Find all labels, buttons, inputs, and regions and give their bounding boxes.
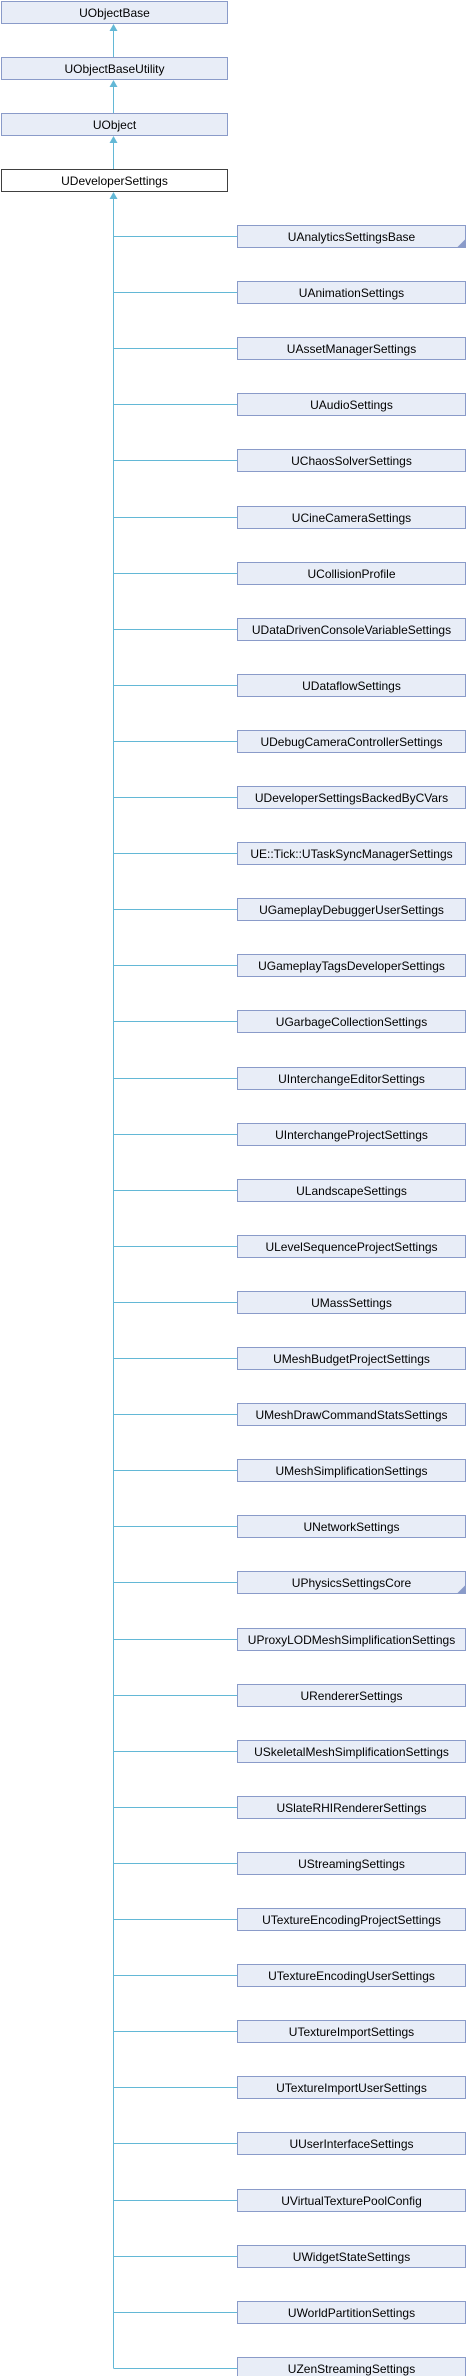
- ancestor-class-uobject-label: UObject: [93, 118, 137, 132]
- child-class-utextureencodingusersettings-label: UTextureEncodingUserSettings: [268, 1969, 435, 1983]
- child-class-uskeletalmeshsimplificationsettings[interactable]: USkeletalMeshSimplificationSettings: [237, 1740, 466, 1763]
- child-class-ugameplaytagsdevelopersettings-label: UGameplayTagsDeveloperSettings: [258, 959, 445, 973]
- child-class-utextureimportsettings-label: UTextureImportSettings: [289, 2025, 414, 2039]
- child-class-umeshbudgetprojectsettings-label: UMeshBudgetProjectSettings: [273, 1352, 430, 1366]
- child-class-utextureencodingprojectsettings[interactable]: UTextureEncodingProjectSettings: [237, 1908, 466, 1931]
- expand-corner-icon[interactable]: [457, 1585, 466, 1594]
- child-class-udebugcameracontrollersettings[interactable]: UDebugCameraControllerSettings: [237, 730, 466, 753]
- child-class-uworldpartitionsettings[interactable]: UWorldPartitionSettings: [237, 2301, 466, 2324]
- child-class-umeshdrawcommandstatssettings[interactable]: UMeshDrawCommandStatsSettings: [237, 1403, 466, 1426]
- child-class-ue-tick-utasksyncmanagersettings[interactable]: UE::Tick::UTaskSyncManagerSettings: [237, 842, 466, 865]
- child-class-udataflowsettings[interactable]: UDataflowSettings: [237, 674, 466, 697]
- child-class-ugameplaydebuggerusersettings[interactable]: UGameplayDebuggerUserSettings: [237, 898, 466, 921]
- current-class-udevelopersettings-box: [1, 169, 228, 192]
- child-class-ustreamingsettings[interactable]: UStreamingSettings: [237, 1852, 466, 1875]
- child-class-uzenstreamingsettings-label: UZenStreamingSettings: [288, 2362, 415, 2376]
- child-class-ugarbagecollectionsettings[interactable]: UGarbageCollectionSettings: [237, 1010, 466, 1033]
- child-class-uphysicssettingscore[interactable]: UPhysicsSettingsCore: [237, 1571, 466, 1594]
- child-class-uslaterhirenderersettings[interactable]: USlateRHIRendererSettings: [237, 1796, 466, 1819]
- child-class-utextureimportsettings[interactable]: UTextureImportSettings: [237, 2020, 466, 2043]
- child-class-ulevelsequenceprojectsettings-label: ULevelSequenceProjectSettings: [265, 1240, 437, 1254]
- child-class-uvirtualtexturepoolconfig[interactable]: UVirtualTexturePoolConfig: [237, 2189, 466, 2212]
- ancestor-class-uobjectbase-label: UObjectBase: [79, 6, 150, 20]
- ancestor-class-uobjectbaseutility[interactable]: UObjectBaseUtility: [1, 57, 228, 80]
- child-class-ulandscapesettings[interactable]: ULandscapeSettings: [237, 1179, 466, 1202]
- inheritance-arrow-icon: [109, 192, 118, 199]
- child-class-uanalyticssettingsbase-label: UAnalyticsSettingsBase: [288, 230, 416, 244]
- child-class-uslaterhirenderersettings-label: USlateRHIRendererSettings: [276, 1801, 426, 1815]
- ancestor-class-uobject[interactable]: UObject: [1, 113, 228, 136]
- child-class-uinterchangeeditorsettings-label: UInterchangeEditorSettings: [278, 1072, 425, 1086]
- child-class-umeshsimplificationsettings-label: UMeshSimplificationSettings: [275, 1464, 427, 1478]
- child-class-uanimationsettings[interactable]: UAnimationSettings: [237, 281, 466, 304]
- ancestor-class-uobject-box: [1, 113, 228, 136]
- child-class-uchaossolversettings-label: UChaosSolverSettings: [291, 454, 412, 468]
- current-class-udevelopersettings-label: UDeveloperSettings: [61, 174, 168, 188]
- child-class-umeshsimplificationsettings[interactable]: UMeshSimplificationSettings: [237, 1459, 466, 1482]
- child-class-utextureencodingprojectsettings-label: UTextureEncodingProjectSettings: [262, 1913, 441, 1927]
- child-class-ustreamingsettings-label: UStreamingSettings: [298, 1857, 405, 1871]
- ancestor-class-uobjectbase-box: [1, 1, 228, 24]
- child-class-udataflowsettings-label: UDataflowSettings: [302, 679, 401, 693]
- child-class-uvirtualtexturepoolconfig-label: UVirtualTexturePoolConfig: [281, 2194, 422, 2208]
- child-class-utextureimportusersettings[interactable]: UTextureImportUserSettings: [237, 2076, 466, 2099]
- child-class-umeshdrawcommandstatssettings-label: UMeshDrawCommandStatsSettings: [255, 1408, 447, 1422]
- child-class-umeshbudgetprojectsettings[interactable]: UMeshBudgetProjectSettings: [237, 1347, 466, 1370]
- child-class-uphysicssettingscore-label: UPhysicsSettingsCore: [292, 1576, 412, 1590]
- inheritance-arrow-icon: [109, 80, 118, 87]
- child-class-ulandscapesettings-label: ULandscapeSettings: [296, 1184, 407, 1198]
- child-class-uproxylodmeshsimplificationsettings-label: UProxyLODMeshSimplificationSettings: [248, 1633, 455, 1647]
- child-class-ucollisionprofile-label: UCollisionProfile: [307, 567, 395, 581]
- ancestor-class-uobjectbase[interactable]: UObjectBase: [1, 1, 228, 24]
- child-class-uinterchangeeditorsettings[interactable]: UInterchangeEditorSettings: [237, 1067, 466, 1090]
- child-class-uinterchangeprojectsettings[interactable]: UInterchangeProjectSettings: [237, 1123, 466, 1146]
- inheritance-arrow-icon: [109, 24, 118, 31]
- child-class-uanimationsettings-label: UAnimationSettings: [299, 286, 404, 300]
- child-class-uuserinterfacesettings[interactable]: UUserInterfaceSettings: [237, 2132, 466, 2155]
- child-class-uassetmanagersettings[interactable]: UAssetManagerSettings: [237, 337, 466, 360]
- child-class-uinterchangeprojectsettings-label: UInterchangeProjectSettings: [275, 1128, 428, 1142]
- child-class-uwidgetstatesettings-label: UWidgetStateSettings: [293, 2250, 410, 2264]
- ancestor-class-uobjectbaseutility-label: UObjectBaseUtility: [64, 62, 164, 76]
- child-class-udatadrivenconsolevariablesettings-label: UDataDrivenConsoleVariableSettings: [252, 623, 451, 637]
- child-class-utextureimportusersettings-label: UTextureImportUserSettings: [276, 2081, 427, 2095]
- child-class-unetworksettings-label: UNetworkSettings: [303, 1520, 399, 1534]
- child-class-uchaossolversettings[interactable]: UChaosSolverSettings: [237, 449, 466, 472]
- child-class-uanalyticssettingsbase[interactable]: UAnalyticsSettingsBase: [237, 225, 466, 248]
- child-class-uassetmanagersettings-label: UAssetManagerSettings: [287, 342, 416, 356]
- child-class-uworldpartitionsettings-label: UWorldPartitionSettings: [288, 2306, 415, 2320]
- child-class-umasssettings[interactable]: UMassSettings: [237, 1291, 466, 1314]
- child-class-uaudiosettings[interactable]: UAudioSettings: [237, 393, 466, 416]
- child-class-unetworksettings[interactable]: UNetworkSettings: [237, 1515, 466, 1538]
- child-class-ucinecamerasettings-label: UCineCameraSettings: [292, 511, 411, 525]
- child-class-uskeletalmeshsimplificationsettings-label: USkeletalMeshSimplificationSettings: [254, 1745, 449, 1759]
- child-class-udevelopersettingsbackedbycvars[interactable]: UDeveloperSettingsBackedByCVars: [237, 786, 466, 809]
- child-class-uwidgetstatesettings[interactable]: UWidgetStateSettings: [237, 2245, 466, 2268]
- expand-corner-icon[interactable]: [457, 239, 466, 248]
- child-class-urenderersettings-label: URendererSettings: [300, 1689, 402, 1703]
- child-class-utextureencodingusersettings[interactable]: UTextureEncodingUserSettings: [237, 1964, 466, 1987]
- child-class-uzenstreamingsettings[interactable]: UZenStreamingSettings: [237, 2357, 466, 2376]
- child-class-uproxylodmeshsimplificationsettings[interactable]: UProxyLODMeshSimplificationSettings: [237, 1628, 466, 1651]
- child-class-ugarbagecollectionsettings-label: UGarbageCollectionSettings: [276, 1015, 427, 1029]
- child-class-udatadrivenconsolevariablesettings[interactable]: UDataDrivenConsoleVariableSettings: [237, 618, 466, 641]
- child-class-ucinecamerasettings[interactable]: UCineCameraSettings: [237, 506, 466, 529]
- child-class-umasssettings-label: UMassSettings: [311, 1296, 392, 1310]
- child-class-udevelopersettingsbackedbycvars-label: UDeveloperSettingsBackedByCVars: [255, 791, 448, 805]
- child-class-ue-tick-utasksyncmanagersettings-label: UE::Tick::UTaskSyncManagerSettings: [250, 847, 452, 861]
- child-class-uuserinterfacesettings-label: UUserInterfaceSettings: [289, 2137, 413, 2151]
- child-class-ucollisionprofile[interactable]: UCollisionProfile: [237, 562, 466, 585]
- child-class-ulevelsequenceprojectsettings[interactable]: ULevelSequenceProjectSettings: [237, 1235, 466, 1258]
- edges-layer: [109, 24, 237, 2369]
- child-class-ugameplaytagsdevelopersettings[interactable]: UGameplayTagsDeveloperSettings: [237, 954, 466, 977]
- ancestor-class-uobjectbaseutility-box: [1, 57, 228, 80]
- inheritance-arrow-icon: [109, 136, 118, 143]
- child-class-udebugcameracontrollersettings-label: UDebugCameraControllerSettings: [260, 735, 442, 749]
- child-class-uaudiosettings-label: UAudioSettings: [310, 398, 393, 412]
- current-class-udevelopersettings: UDeveloperSettings: [1, 169, 228, 192]
- child-class-urenderersettings[interactable]: URendererSettings: [237, 1684, 466, 1707]
- child-class-ugameplaydebuggerusersettings-label: UGameplayDebuggerUserSettings: [259, 903, 444, 917]
